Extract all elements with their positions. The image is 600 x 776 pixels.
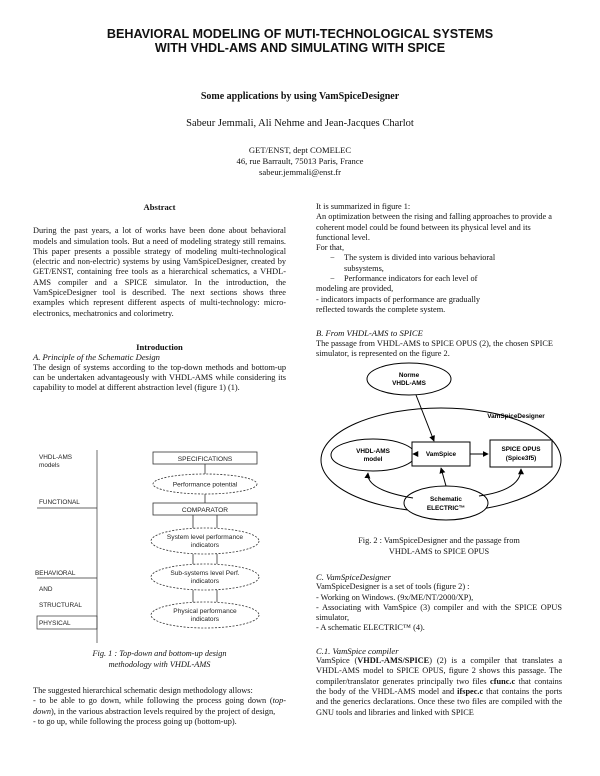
svg-text:Schematic: Schematic bbox=[430, 496, 462, 503]
svg-text:VHDL-AMS: VHDL-AMS bbox=[356, 448, 390, 455]
methodology-bullet-2: - to go up, while following the process … bbox=[33, 716, 237, 726]
fig1-label-structural: STRUCTURAL bbox=[39, 602, 82, 609]
section-a-paragraph: The design of systems according to the t… bbox=[33, 362, 286, 393]
svg-text:SPICE OPUS: SPICE OPUS bbox=[501, 446, 541, 453]
paper-title: BEHAVIORAL MODELING OF MUTI-TECHNOLOGICA… bbox=[40, 27, 560, 55]
left-column: Abstract During the past years, a lot of… bbox=[33, 202, 286, 393]
svg-text:SPECIFICATIONS: SPECIFICATIONS bbox=[178, 456, 233, 463]
fig1-oval-system-level bbox=[150, 527, 260, 555]
fig1-label-physical: PHYSICAL bbox=[39, 620, 71, 627]
section-c-item-2: - Associating with VamSpice (3) compiler… bbox=[316, 602, 562, 623]
svg-text:Performance potential: Performance potential bbox=[173, 482, 238, 489]
paper-subtitle: Some applications by using VamSpiceDesig… bbox=[200, 91, 400, 102]
section-c-item-1: - Working on Windows. (9x/ME/NT/2000/XP)… bbox=[316, 592, 474, 602]
fig2-norme-oval bbox=[366, 362, 452, 396]
figure-2-diagram: Norme VHDL-AMS VamSpiceDesigner VHDL-AMS… bbox=[320, 362, 562, 521]
for-that-text: For that, bbox=[316, 243, 345, 253]
left-column-bottom: The suggested hierarchical schematic des… bbox=[33, 686, 286, 727]
figure-1-diagram: VHDL-AMS models FUNCTIONAL BEHAVIORAL AN… bbox=[35, 450, 260, 643]
methodology-bullet-1: - to be able to go down, while following… bbox=[33, 696, 286, 716]
svg-text:COMPARATOR: COMPARATOR bbox=[182, 507, 228, 514]
abstract-heading: Abstract bbox=[143, 202, 176, 212]
fig1-label-vhdl-ams: VHDL-AMS bbox=[39, 454, 72, 461]
affiliation-dept: GET/ENST, dept COMELEC bbox=[248, 145, 352, 155]
indicators-line: - indicators impacts of performance are … bbox=[316, 294, 481, 304]
section-b-paragraph: The passage from VHDL-AMS to SPICE OPUS … bbox=[316, 338, 553, 358]
figure-2-caption: Fig. 2 : VamSpiceDesigner and the passag… bbox=[358, 536, 520, 556]
svg-text:VamSpiceDesigner: VamSpiceDesigner bbox=[487, 413, 545, 420]
title-line-2: WITH VHDL-AMS AND SIMULATING WITH SPICE bbox=[154, 41, 446, 55]
introduction-heading: Introduction bbox=[136, 341, 183, 352]
affiliation: GET/ENST, dept COMELEC 46, rue Barrault,… bbox=[40, 145, 560, 178]
section-a-heading: A. Principle of the Schematic Design bbox=[33, 352, 160, 363]
list-dash-2: −Performance indicators for each level o… bbox=[330, 274, 478, 284]
authors: Sabeur Jemmali, Ali Nehme and Jean-Jacqu… bbox=[186, 118, 414, 129]
right-column: It is summarized in figure 1: An optimiz… bbox=[316, 202, 562, 359]
abstract-text: During the past years, a lot of works ha… bbox=[33, 226, 286, 318]
section-b-heading: B. From VHDL-AMS to SPICE bbox=[316, 328, 423, 339]
section-c-item-3: - A schematic ELECTRIC™ (4). bbox=[316, 623, 425, 633]
fig1-label-models: models bbox=[39, 462, 60, 469]
svg-text:Norme: Norme bbox=[399, 372, 420, 379]
fig1-label-functional: FUNCTIONAL bbox=[39, 499, 80, 506]
indicators-line-2: reflected towards the complete system. bbox=[316, 304, 446, 314]
svg-text:model: model bbox=[364, 456, 383, 463]
svg-text:(Spice3f5): (Spice3f5) bbox=[506, 455, 537, 462]
svg-text:indicators: indicators bbox=[191, 616, 220, 623]
figure-1-caption: Fig. 1 : Top-down and bottom-up design m… bbox=[92, 649, 227, 669]
svg-text:indicators: indicators bbox=[191, 542, 220, 549]
optimization-text: An optimization between the rising and f… bbox=[316, 212, 552, 242]
affiliation-email: sabeur.jemmali@enst.fr bbox=[259, 167, 341, 177]
affiliation-address: 46, rue Barrault, 75013 Paris, France bbox=[236, 156, 364, 166]
fig1-oval-subsystems bbox=[150, 563, 260, 591]
fig2-vamspice-box bbox=[411, 441, 471, 467]
section-c-heading: C. VamSpiceDesigner bbox=[316, 572, 391, 582]
title-line-1: BEHAVIORAL MODELING OF MUTI-TECHNOLOGICA… bbox=[106, 27, 494, 41]
fig1-label-and: AND bbox=[39, 586, 53, 593]
svg-text:indicators: indicators bbox=[191, 578, 220, 585]
list-dash-1: −The system is divided into various beha… bbox=[330, 253, 496, 263]
fig1-oval-physical bbox=[150, 601, 260, 629]
svg-text:VamSpice: VamSpice bbox=[426, 451, 457, 458]
svg-text:VHDL-AMS: VHDL-AMS bbox=[392, 380, 426, 387]
fig1-summary: It is summarized in figure 1: bbox=[316, 202, 411, 211]
fig2-vhdl-model-oval bbox=[330, 438, 416, 472]
svg-text:Sub-systems level Perf.: Sub-systems level Perf. bbox=[170, 570, 239, 577]
fig2-spice-box bbox=[489, 439, 553, 468]
list-dash-1-cont: subsystems, bbox=[344, 263, 384, 273]
section-c1-heading: C.1. VamSpice compiler bbox=[316, 645, 399, 656]
fig2-schematic-oval bbox=[403, 485, 489, 521]
svg-text:ELECTRIC™: ELECTRIC™ bbox=[427, 505, 465, 512]
methodology-intro: The suggested hierarchical schematic des… bbox=[33, 686, 253, 695]
svg-text:Physical performance: Physical performance bbox=[173, 608, 237, 615]
section-c-intro: VamSpiceDesigner is a set of tools (figu… bbox=[316, 582, 470, 592]
section-c1-paragraph: VamSpice (VHDL-AMS/SPICE) (2) is a compi… bbox=[316, 656, 563, 717]
svg-text:System level performance: System level performance bbox=[167, 534, 244, 541]
fig1-label-behavioral: BEHAVIORAL bbox=[35, 570, 76, 577]
list-dash-2-cont: modeling are provided, bbox=[316, 284, 394, 294]
right-column-bottom: C. VamSpiceDesigner VamSpiceDesigner is … bbox=[316, 572, 562, 718]
